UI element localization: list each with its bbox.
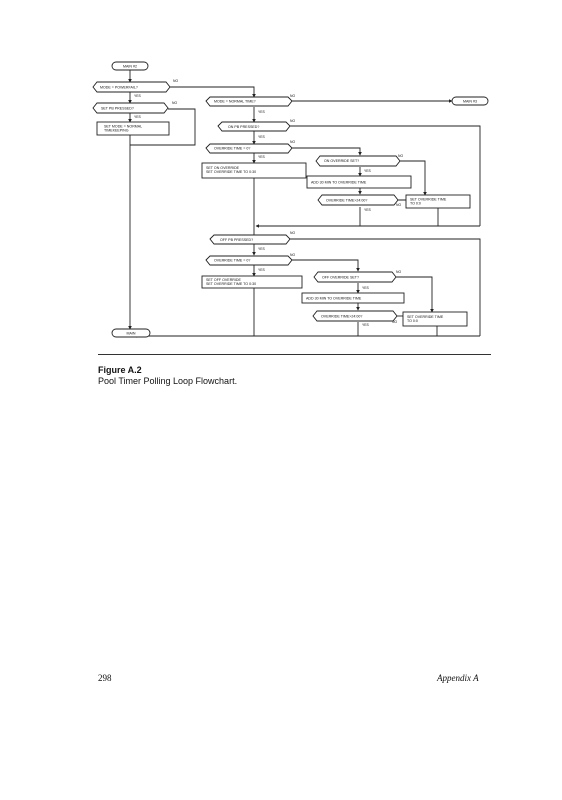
node-text-line: SET MODE = NORMAL: [104, 125, 142, 129]
process-add-30-1: [306, 175, 412, 189]
node-end: MAIN: [127, 332, 136, 336]
label-yes: YES: [364, 208, 372, 212]
label-no: NO: [290, 231, 295, 235]
label-no: NO: [173, 79, 178, 83]
node-text-line: SET OVERRIDE TIME: [410, 198, 447, 202]
process-set-override-time-1: [405, 194, 471, 209]
label-no: NO: [396, 270, 401, 274]
node-text-line: TO 0:0: [410, 202, 421, 206]
process-set-mode-normal: [96, 121, 170, 136]
decision-override-zero-1: [205, 143, 293, 154]
process-set-override-time-2: [402, 311, 468, 327]
node-override-gt-2: OVERRIDE TIME>24:00?: [321, 315, 362, 319]
label-yes: YES: [258, 247, 266, 251]
process-set-on-override: [201, 162, 307, 179]
node-off-override-set: OFF OVERRIDE SET?: [322, 276, 359, 280]
decision-override-zero-2: [205, 255, 293, 266]
connector-lines: [128, 70, 481, 338]
decision-off-override-set: [313, 271, 397, 283]
label-yes: YES: [134, 115, 142, 119]
label-no: NO: [396, 203, 401, 207]
terminator-start: [111, 61, 149, 71]
node-text-line: SET OVERRIDE TIME TO 0:30: [206, 282, 256, 286]
node-text-line: SET OVERRIDE TIME TO 0:30: [206, 170, 256, 174]
decision-off-pb: [209, 234, 291, 245]
branch-labels: NO YES NO YES NO YES NO YES NO YES NO YE…: [134, 79, 403, 327]
node-texts: MAIN #2 MODE = POWERFAIL? SET PB PRESSED…: [100, 65, 477, 336]
decision-on-pb: [217, 121, 291, 132]
node-main3: MAIN #3: [463, 100, 477, 104]
node-text-line: SET ON OVERRIDE: [206, 166, 240, 170]
decision-on-override-set: [315, 155, 401, 167]
decision-mode-normal: [205, 96, 293, 107]
node-text-line: SET OVERRIDE TIME: [407, 315, 444, 319]
label-yes: YES: [258, 268, 266, 272]
node-set-pb-pressed: SET PB PRESSED?: [101, 107, 134, 111]
node-on-pb-pressed: ON PB PRESSED?: [228, 125, 259, 129]
label-yes: YES: [362, 323, 370, 327]
label-yes: YES: [258, 155, 266, 159]
figure-caption: Pool Timer Polling Loop Flowchart.: [98, 376, 238, 386]
label-yes: YES: [362, 286, 370, 290]
label-no: NO: [398, 154, 403, 158]
label-no: NO: [290, 253, 295, 257]
node-text-line: SET OFF OVERRIDE: [206, 278, 241, 282]
label-yes: YES: [134, 94, 142, 98]
terminator-main3: [451, 96, 489, 106]
node-text-line: TO 0:0: [407, 319, 418, 323]
process-add-30-2: [301, 292, 405, 304]
label-no: NO: [290, 94, 295, 98]
node-override-time-0-b: OVERRIDE TIME = 0?: [214, 259, 250, 263]
label-yes: YES: [258, 110, 266, 114]
label-yes: YES: [364, 169, 372, 173]
caption-rule: [98, 354, 491, 355]
node-add-30-min-2: ADD 30 MIN TO OVERRIDE TIME: [306, 297, 362, 301]
decision-mode-powerfail: [92, 81, 171, 93]
node-text-line: TIMEKEEPING: [104, 129, 129, 133]
node-mode-powerfail: MODE = POWERFAIL?: [100, 86, 138, 90]
decision-override-gt-1: [317, 194, 399, 206]
node-off-pb-pressed: OFF PB PRESSED?: [220, 238, 253, 242]
flowchart-shapes: [92, 61, 489, 338]
node-add-30-min-1: ADD 30 MIN TO OVERRIDE TIME: [311, 181, 367, 185]
label-no: NO: [172, 101, 177, 105]
node-override-gt-1: OVERRIDE TIME>24:00?: [326, 199, 367, 203]
decision-override-gt-2: [312, 310, 398, 322]
label-no: NO: [290, 119, 295, 123]
label-yes: YES: [258, 135, 266, 139]
node-start: MAIN #2: [123, 65, 137, 69]
figure-title: Figure A.2: [98, 365, 142, 375]
page-number: 298: [98, 673, 112, 683]
label-no: NO: [392, 320, 397, 324]
label-no: NO: [290, 140, 295, 144]
section-label: Appendix A: [437, 673, 479, 683]
process-set-off-override: [201, 275, 303, 289]
node-override-time-0: OVERRIDE TIME = 0?: [214, 147, 250, 151]
node-mode-normal: MODE = NORMAL TIME?: [214, 100, 256, 104]
node-on-override-set: ON OVERRIDE SET?: [324, 159, 359, 163]
decision-set-pb: [92, 102, 169, 114]
terminator-end: [111, 328, 151, 338]
